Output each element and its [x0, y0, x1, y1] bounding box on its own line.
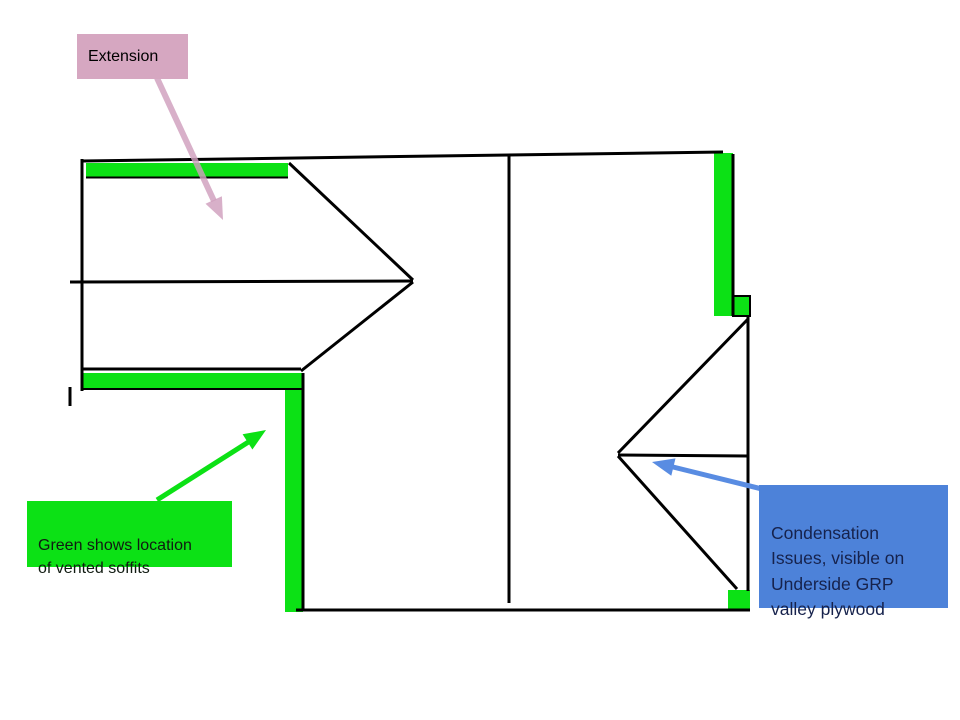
soffit-legend-label: Green shows location of vented soffits: [27, 501, 232, 577]
roof-line-left-hip-lower: [300, 280, 414, 373]
soffit-foot-top-right: [732, 295, 751, 317]
extension-arrow: [154, 76, 223, 220]
roof-line-right-valley-upper: [616, 317, 750, 455]
soffit-square-bottom-right: [728, 590, 750, 609]
extension-label: Extension: [77, 34, 188, 79]
soffit-legend-arrow: [155, 430, 266, 503]
soffit-legend-text: Green shows location of vented soffits: [38, 537, 192, 577]
condensation-arrowhead-icon: [652, 458, 676, 476]
roof-line-right-ridge: [617, 453, 749, 458]
extension-arrow-shaft: [154, 76, 217, 203]
condensation-label-text: Condensation Issues, visible on Undersid…: [771, 522, 905, 620]
extension-label-text: Extension: [88, 47, 159, 65]
vented-soffit-markers: [81, 153, 751, 612]
soffit-bar-left-lower-horizontal: [81, 373, 298, 389]
soffit-bar-top-right: [714, 153, 733, 316]
soffit-bar-left-lower-vertical: [285, 373, 303, 612]
roof-outline: [68, 150, 750, 612]
roof-line-left-ridge: [69, 279, 414, 284]
roof-line-left-hip-upper: [287, 161, 415, 282]
soffit-legend-arrow-shaft: [155, 438, 252, 503]
roof-line-right-valley-lower: [616, 454, 739, 591]
roof-line-top-edge: [81, 150, 724, 163]
condensation-label: Condensation Issues, visible on Undersid…: [759, 485, 948, 619]
condensation-arrow-shaft: [672, 464, 767, 493]
condensation-arrow: [652, 458, 767, 493]
soffit-bar-top-left: [86, 163, 288, 177]
extension-arrowhead-icon: [205, 196, 223, 220]
soffit-legend-arrowhead-icon: [242, 430, 266, 450]
